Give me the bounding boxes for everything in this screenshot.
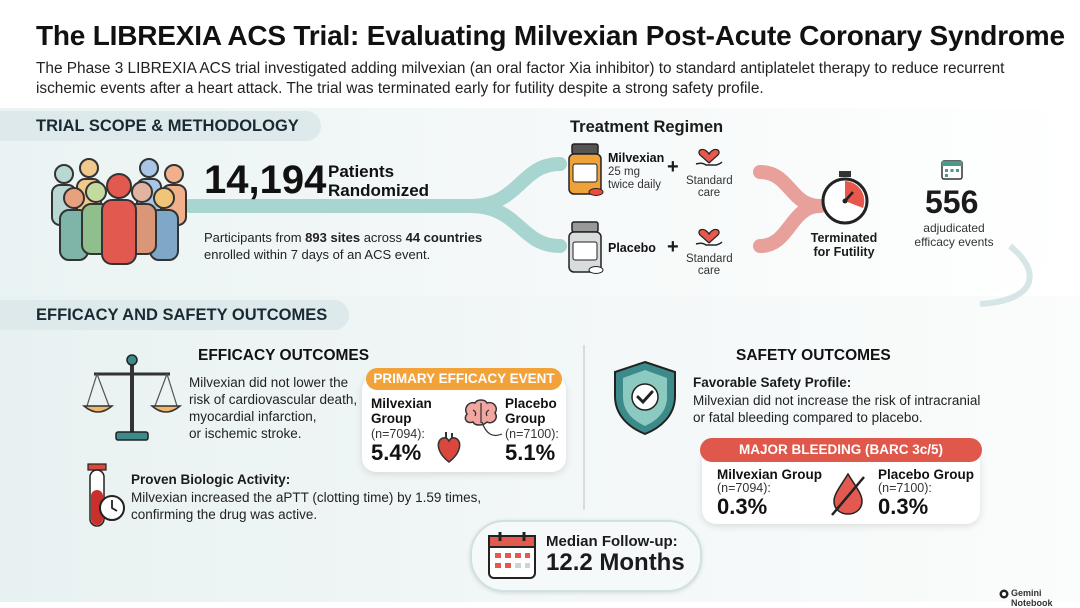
standard-care-1-line1: Standard [686,175,733,187]
pill-bottle-icon [568,221,604,274]
standard-care-1-line2: care [697,187,721,199]
blood-drop-icon [831,472,865,516]
safety-subtitle: Favorable Safety Profile: [693,375,852,390]
page-title: The LIBREXIA ACS Trial: Evaluating Milve… [36,20,1065,51]
brand-logo-icon [999,589,1009,599]
terminated-line2: for Futility [813,245,875,259]
participants-pre: Participants from [204,230,306,245]
shield-check-icon [614,360,676,436]
bio-text-line2: confirming the drug was active. [131,507,318,522]
scope-section-title: TRIAL SCOPE & METHODOLOGY [0,111,321,141]
standard-care-2-line2: care [697,265,721,277]
milvexian-dose-line2: twice daily [608,179,662,191]
milvexian-n: (n=7094): [371,427,425,441]
regimen-title: Treatment Regimen [570,118,724,136]
heart-hand-icon [695,228,723,246]
milvexian-label: Milvexian [608,151,665,165]
connector-line [481,421,503,437]
events-number: 556 [925,184,979,220]
major-bleeding-title: MAJOR BLEEDING (BARC 3c/5) [700,438,982,462]
placebo-bleeding-value: 0.3% [878,494,929,519]
placebo-label: Placebo [608,241,656,255]
participants-text: Participants from 893 sites across 44 co… [204,229,482,246]
placebo-n: (n=7100): [505,427,559,441]
followup-value: 12.2 Months [546,549,685,576]
placebo-n-bleeding: (n=7100): [878,481,932,495]
milvexian-dose-line1: 25 mg [608,166,640,178]
primary-efficacy-card [362,376,566,472]
pill-bottle-icon [568,143,604,196]
safety-title: SAFETY OUTCOMES [736,347,891,364]
test-tube-icon [87,463,125,527]
placebo-group-full: Placebo Group [878,467,975,482]
people-crowd-icon [51,158,187,265]
efficacy-title: EFFICACY OUTCOMES [198,347,370,364]
scales-icon [82,354,182,441]
safety-text-line1: Milvexian did not increase the risk of i… [693,393,981,408]
calendar-icon [941,160,963,180]
milvexian-efficacy-value: 5.4% [371,440,422,465]
brain-icon [464,399,498,426]
events-label-line1: adjudicated [923,221,985,235]
patients-label-line1: Patients [328,162,395,181]
milvexian-group-line1: Milvexian [371,396,432,411]
efficacy-text-line2: risk of cardiovascular death, [189,392,358,407]
terminated-line1: Terminated [810,231,878,245]
placebo-group-line1: Placebo [505,396,557,411]
efficacy-text-line3: myocardial infarction, [189,409,317,424]
efficacy-text-line4: or ischemic stroke. [189,426,302,441]
stopwatch-icon [821,171,869,225]
safety-text-line2: or fatal bleeding compared to placebo. [693,410,923,425]
standard-care-2-line1: Standard [686,253,733,265]
participants-text-line2: enrolled within 7 days of an ACS event. [204,247,431,262]
milvexian-n-bleeding: (n=7094): [717,481,771,495]
page-subtitle: The Phase 3 LIBREXIA ACS trial investiga… [36,60,1005,97]
events-label-line2: efficacy events [914,235,994,249]
followup-label: Median Follow-up: [546,533,678,550]
primary-efficacy-title: PRIMARY EFFICACY EVENT [366,368,562,390]
milvexian-bleeding-value: 0.3% [717,494,768,519]
plus-sign-1: + [667,156,679,178]
participants-mid: across [360,230,406,245]
heart-organ-icon [437,432,461,463]
placebo-efficacy-value: 5.1% [505,440,556,465]
countries-count: 44 countries [405,230,483,245]
milvexian-group-full: Milvexian Group [717,467,823,482]
heart-hand-icon [695,148,723,166]
milvexian-group-line2: Group [371,411,412,426]
brand-label: Gemini Notebook [1011,588,1053,608]
bio-title: Proven Biologic Activity: [131,472,291,487]
calendar-icon [488,532,536,579]
patients-number: 14,194 [204,158,327,202]
sites-count: 893 sites [305,230,361,245]
placebo-group-line2: Group [505,411,546,426]
efficacy-text-line1: Milvexian did not lower the [189,375,349,390]
outcomes-section-title: EFFICACY AND SAFETY OUTCOMES [0,300,350,330]
patients-label-line2: Randomized [328,181,430,200]
plus-sign-2: + [667,236,679,258]
bio-text-line1: Milvexian increased the aPTT (clotting t… [131,490,482,505]
